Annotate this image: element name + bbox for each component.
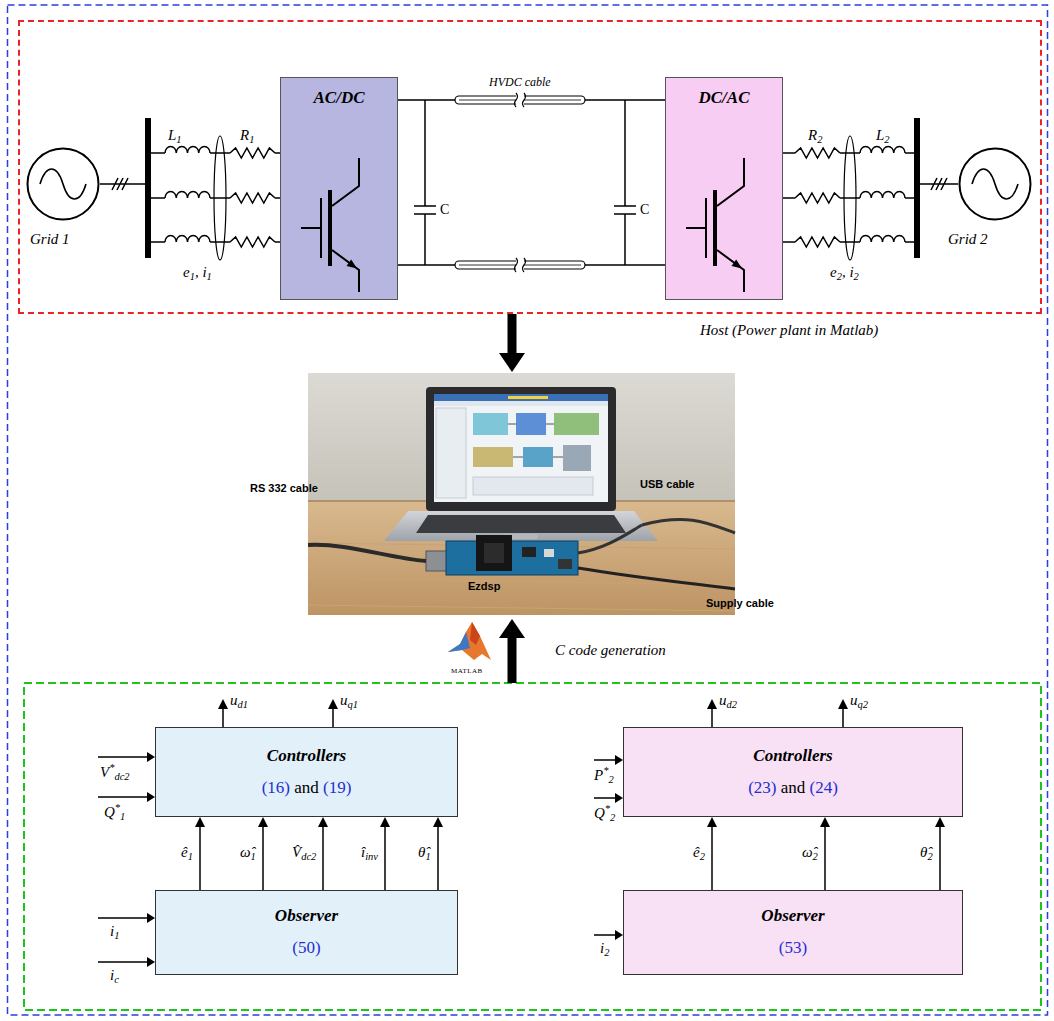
bench-photo	[308, 373, 735, 615]
component-label: C	[640, 202, 649, 218]
signal-label: V*dc2	[100, 762, 130, 783]
equation-reference: (16) and (19)	[262, 779, 352, 798]
signal-label: ud2	[719, 692, 737, 711]
converter-title: AC/DC	[313, 89, 364, 108]
component-label: L2	[876, 127, 890, 146]
connector	[499, 314, 525, 372]
photo-label: RS 332 cable	[250, 482, 318, 494]
signal-label: uq2	[850, 692, 868, 711]
logo-text: MATLAB	[451, 667, 483, 675]
observer-box: Observer (50)	[155, 890, 458, 975]
edge-label: HVDC cable	[488, 76, 552, 90]
component-label: L1	[168, 127, 182, 146]
converter-box: DC/AC	[665, 77, 783, 300]
code-generation-arrow	[499, 619, 525, 683]
connector	[258, 817, 268, 890]
component-label: R2	[808, 127, 822, 146]
annotation: C code generation	[555, 642, 666, 659]
observer-box: Observer (53)	[623, 890, 963, 975]
signal-label: ud1	[230, 692, 248, 711]
connector	[380, 817, 390, 890]
connector	[783, 118, 958, 260]
box-title: Observer	[761, 907, 824, 926]
connector	[707, 817, 717, 890]
signal-label: e2, i2	[830, 264, 859, 283]
bench-photo: RS 332 cable USB cableEzdspSupply cable	[245, 373, 805, 617]
igbt-symbol	[281, 78, 399, 301]
box-title: Controllers	[753, 747, 832, 766]
box-title: Controllers	[267, 747, 346, 766]
component-label: R1	[240, 127, 254, 146]
edge-label: V̂dc2	[291, 844, 317, 863]
photo-label: Ezdsp	[468, 580, 500, 592]
grid-label: Grid 2	[948, 231, 988, 248]
controller-box: Controllers (16) and (19)	[155, 727, 458, 817]
signal-label: Q*1	[104, 802, 125, 823]
edge-label: ω̂1	[239, 844, 257, 863]
controller-region	[24, 683, 1041, 1010]
controller-box: Controllers (23) and (24)	[623, 727, 963, 817]
igbt-symbol	[666, 78, 784, 301]
signal-label: ic	[110, 967, 119, 986]
host-region: Host (Power plant in Matlab)Grid 1AC/DCD…	[20, 22, 1040, 312]
edge-label: θ̂1	[417, 844, 432, 863]
connector	[398, 92, 665, 273]
photo-label: Supply cable	[706, 597, 774, 609]
box-title: Observer	[275, 907, 338, 926]
equation-reference: (50)	[292, 939, 320, 958]
signal-label: uq1	[340, 692, 358, 711]
signal-label: i1	[110, 923, 119, 942]
connector	[433, 817, 443, 890]
edge-label: ê2	[692, 844, 706, 863]
converter-box: AC/DC	[280, 77, 398, 300]
grid-source: Grid 2	[958, 147, 1032, 221]
connector	[100, 118, 280, 260]
edge-label: θ̂2	[919, 844, 934, 863]
equation-reference: (23) and (24)	[748, 779, 838, 798]
signal-label: Q*2	[594, 803, 615, 824]
edge-label: ê1	[180, 844, 194, 863]
connector	[820, 817, 830, 890]
grid-circle	[26, 147, 100, 221]
photo-label: USB cable	[640, 478, 694, 490]
connector	[935, 817, 945, 890]
signal-label: e1, i1	[183, 264, 212, 283]
edge-label: ω̂2	[801, 844, 819, 863]
grid-label: Grid 1	[30, 231, 70, 248]
grid-circle	[958, 147, 1032, 221]
signal-label: P*2	[594, 765, 614, 786]
signal-label: i2	[600, 940, 609, 959]
outer-boundary	[8, 5, 1048, 1015]
converter-title: DC/AC	[698, 89, 749, 108]
connector	[195, 817, 205, 890]
matlab-logo	[448, 622, 491, 660]
edge-label: îinv	[360, 844, 379, 863]
grid-source: Grid 1	[26, 147, 100, 221]
equation-reference: (53)	[779, 939, 807, 958]
component-label: C	[440, 202, 449, 218]
region-caption: Host (Power plant in Matlab)	[700, 322, 878, 339]
connector	[318, 817, 328, 890]
